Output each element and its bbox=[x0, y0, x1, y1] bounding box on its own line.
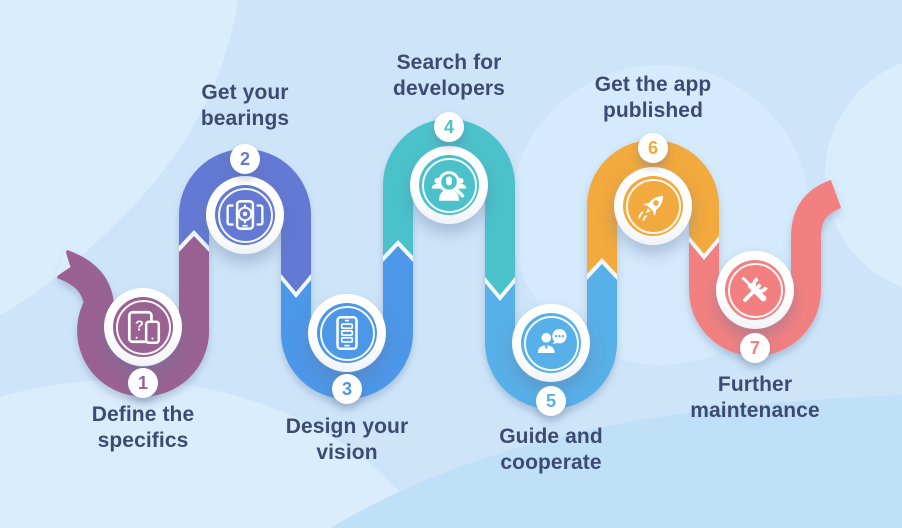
step-4-label: Search for developers bbox=[393, 51, 505, 100]
background-wave-top-left bbox=[0, 0, 238, 315]
step-2-number: 2 bbox=[230, 144, 260, 174]
step-4-number: 4 bbox=[434, 112, 464, 142]
background-blob-bottom-left bbox=[0, 380, 428, 528]
ribbon-start-notch bbox=[55, 249, 71, 278]
rocket-icon bbox=[638, 195, 664, 222]
step-5-number: 5 bbox=[536, 386, 566, 416]
person-chat-icon bbox=[537, 329, 567, 353]
junction-chevron-1-2 bbox=[179, 236, 209, 266]
svg-text:?: ? bbox=[135, 319, 144, 335]
tools-icon bbox=[741, 276, 768, 302]
junction-chevron-4-5 bbox=[485, 263, 515, 295]
step-6-icon-disc bbox=[623, 176, 683, 236]
step-6-number: 6 bbox=[638, 133, 668, 163]
search-person-icon bbox=[431, 171, 467, 201]
ribbon-segment-1 bbox=[56, 249, 210, 397]
ribbon-segment-7 bbox=[689, 179, 842, 356]
step-7-number: 7 bbox=[740, 333, 770, 363]
step-7-label: Further maintenance bbox=[690, 373, 820, 422]
step-6-label: Get the app published bbox=[594, 73, 712, 122]
background-wave-bottom-right bbox=[330, 395, 902, 528]
junction-chevron-2-3 bbox=[281, 260, 311, 292]
step-2-icon-disc bbox=[215, 185, 275, 245]
step-7-icon-badge bbox=[716, 251, 794, 329]
step-5-label: Guide and cooperate bbox=[499, 425, 603, 474]
step-1-icon-disc: ? bbox=[113, 297, 173, 357]
step-3-label: Design your vision bbox=[285, 415, 409, 464]
step-2-label: Get your bearings bbox=[200, 81, 290, 130]
step-1-number: 1 bbox=[128, 368, 158, 398]
junction-chevron-6-7 bbox=[689, 222, 719, 254]
step-1-label: Define the specifics bbox=[91, 403, 195, 452]
step-3-icon-disc bbox=[317, 303, 377, 363]
step-4-icon-badge bbox=[410, 146, 488, 224]
step-5-icon-disc bbox=[521, 313, 581, 373]
step-1-icon-badge: ? bbox=[104, 288, 182, 366]
step-3-icon-badge bbox=[308, 294, 386, 372]
junction-chevron-5-6 bbox=[587, 264, 617, 294]
step-6-icon-badge bbox=[614, 167, 692, 245]
background-blob-top-right bbox=[825, 62, 902, 288]
step-3-number: 3 bbox=[332, 374, 362, 404]
step-4-icon-disc bbox=[419, 155, 479, 215]
phone-wireframe-icon bbox=[336, 315, 358, 351]
step-7-icon-disc bbox=[725, 260, 785, 320]
tablet-question-icon: ? bbox=[127, 310, 161, 345]
junction-chevron-3-4 bbox=[383, 246, 413, 276]
step-2-icon-badge bbox=[206, 176, 284, 254]
phone-target-icon bbox=[226, 200, 264, 230]
step-5-icon-badge bbox=[512, 304, 590, 382]
